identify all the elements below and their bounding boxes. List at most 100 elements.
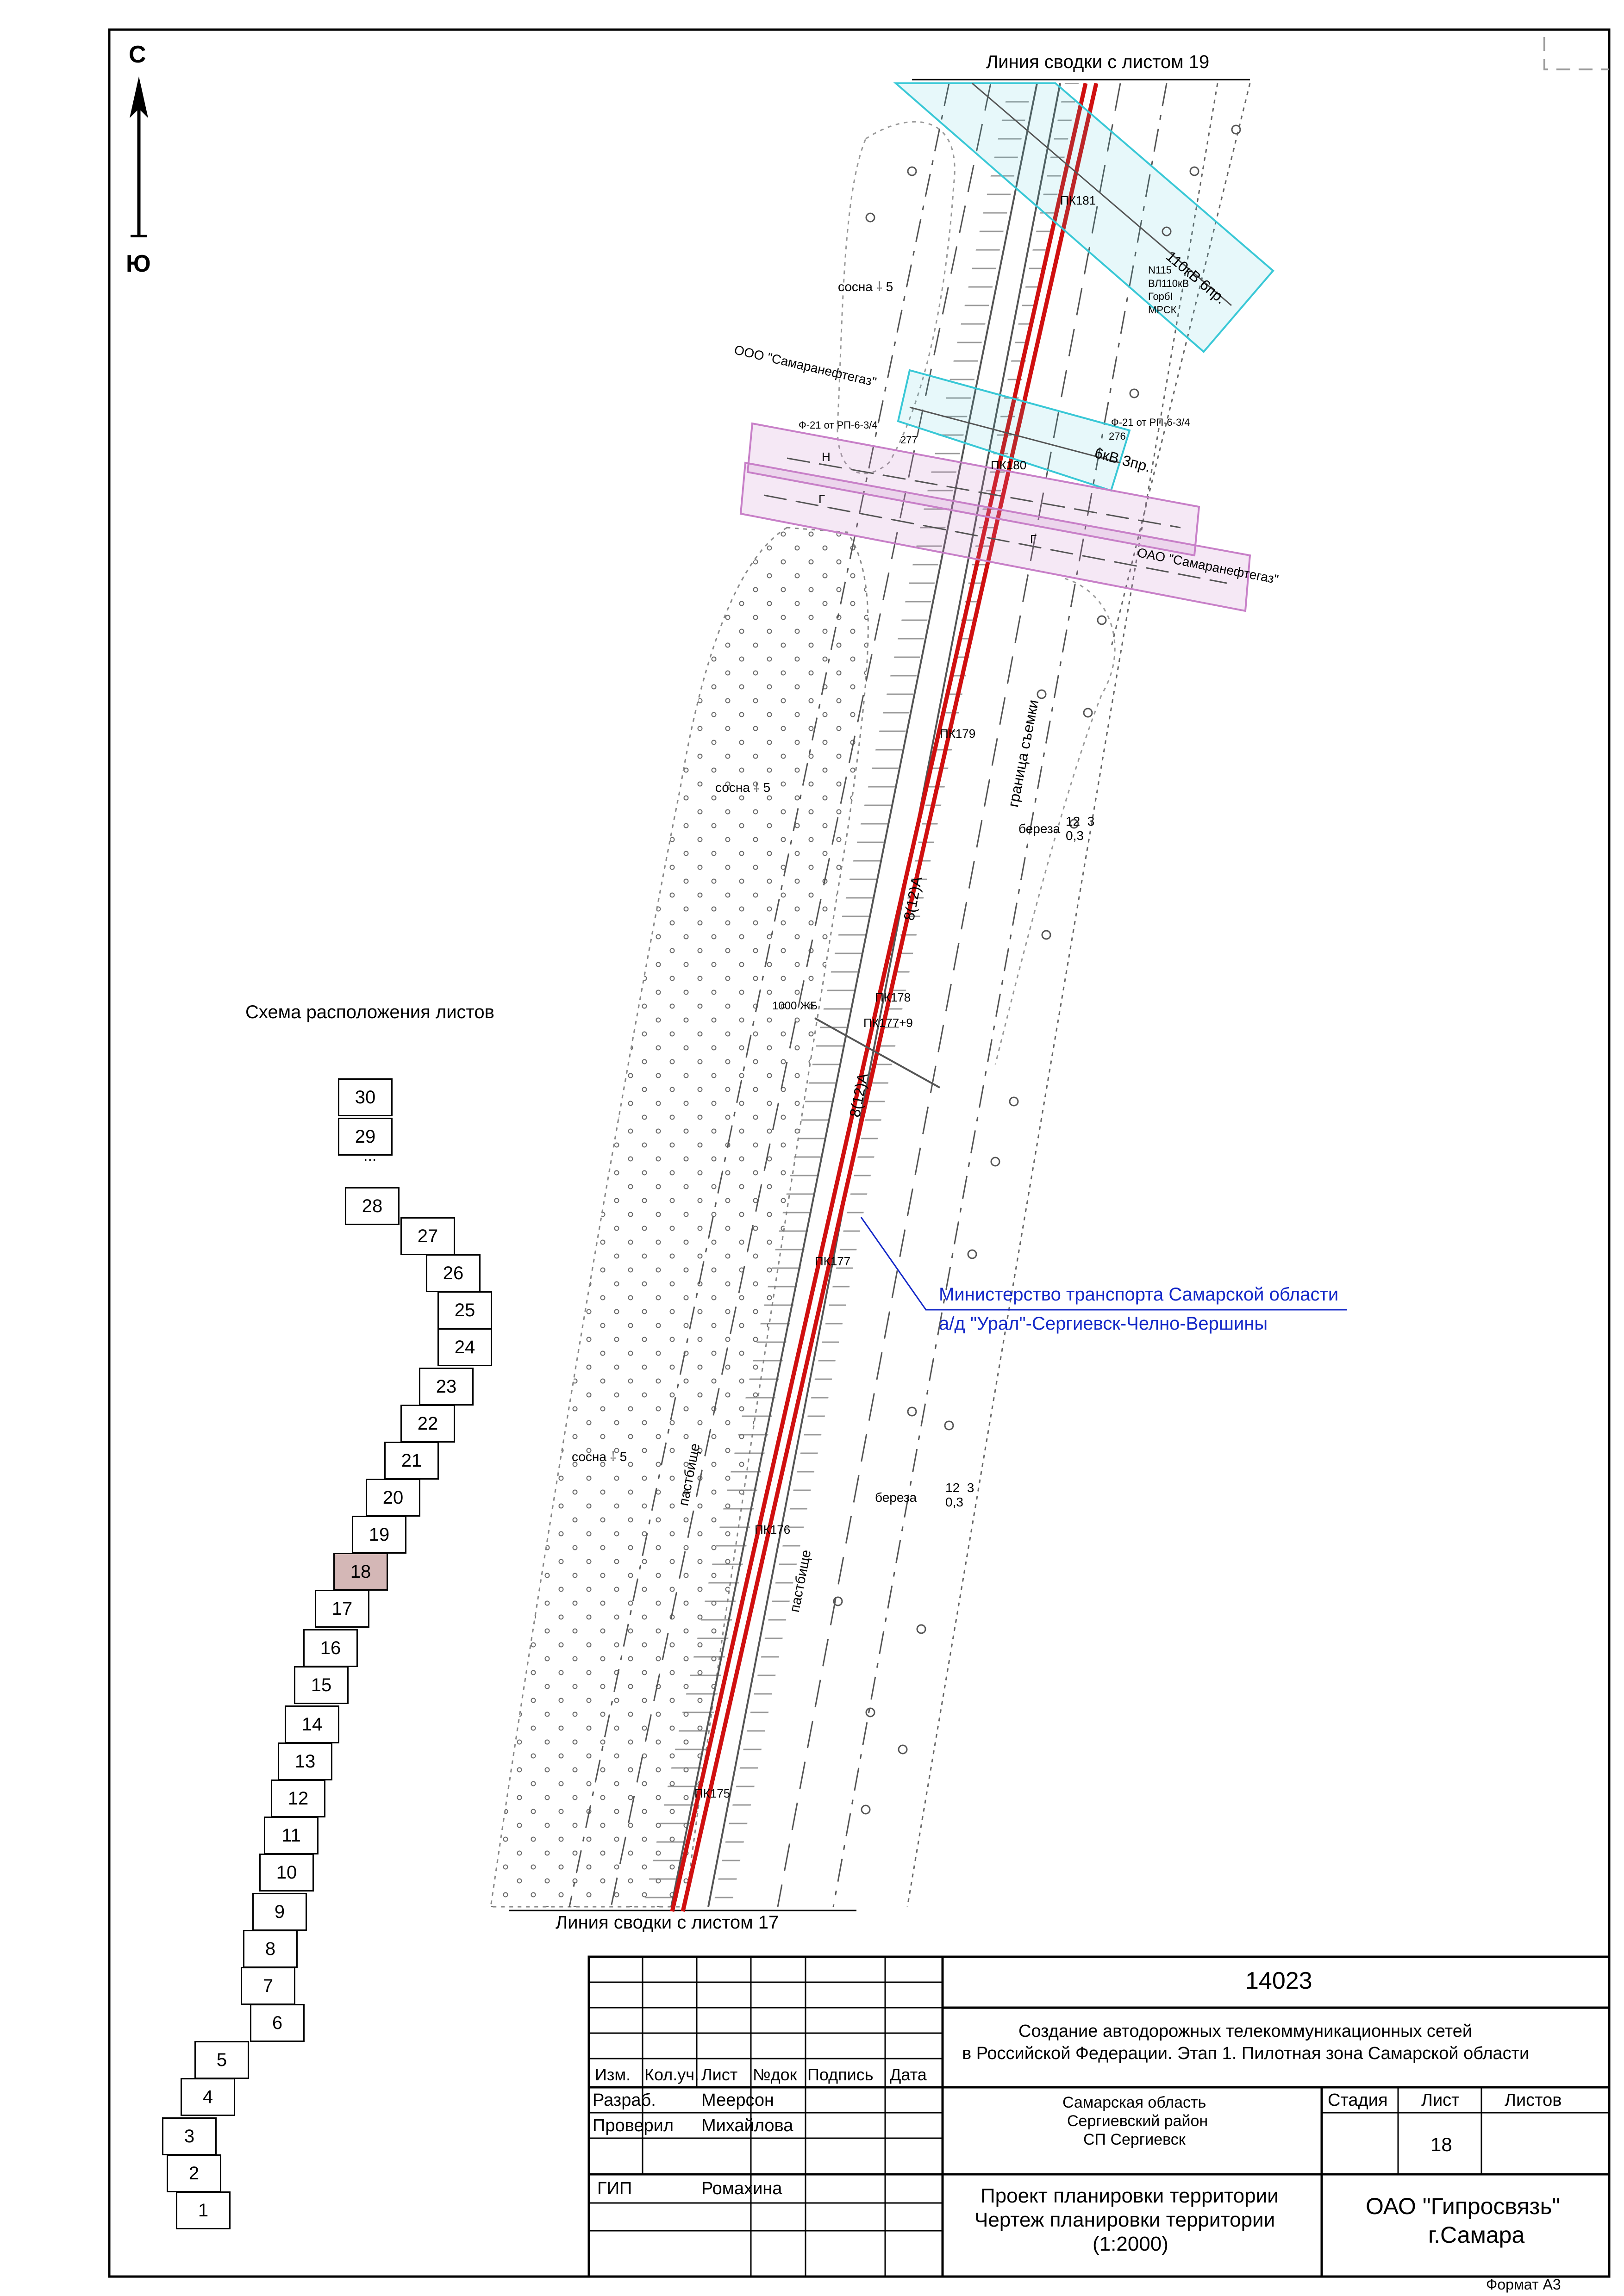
junction-top-label: Линия сводки с листом 19 [986, 52, 1210, 72]
picket-177: ПК177 [815, 1254, 851, 1268]
project-desc-1: Создание автодорожных телекоммуникационн… [1018, 2022, 1473, 2041]
north-label: С [129, 41, 146, 68]
power-line-6kv [909, 406, 1121, 464]
role-razrab: Разраб. [593, 2091, 656, 2110]
pipe-label-g2: Г [1030, 532, 1037, 546]
scheme-sheet-10: 10 [259, 1854, 314, 1892]
picket-178: ПК178 [875, 990, 911, 1004]
scheme-sheet-19: 19 [352, 1516, 406, 1554]
scheme-sheet-11: 11 [264, 1817, 319, 1854]
scheme-sheet-8: 8 [243, 1930, 298, 1968]
scheme-title: Схема расположения листов [245, 1002, 494, 1022]
name-gip: Ромахина [701, 2179, 782, 2198]
f21-left-label: Ф-21 от РП-6-3/4 [799, 419, 878, 431]
location-1: Самарская область [1062, 2094, 1206, 2111]
road-name-label: а/д "Урал"-Сергиевск-Челно-Вершины [939, 1313, 1268, 1334]
picket-181: ПК181 [1060, 193, 1096, 207]
hdr-ndok: №док [753, 2065, 797, 2084]
name-proveril: Михайлова [701, 2116, 793, 2135]
scheme-sheet-16: 16 [303, 1629, 358, 1667]
survey-line-3 [777, 83, 1121, 1907]
scheme-sheet-17: 17 [315, 1590, 369, 1628]
pine-label-3: сосна ⸸ 5 [572, 1450, 627, 1464]
upper-area-outline [837, 121, 956, 474]
scheme-sheet-20: 20 [366, 1479, 420, 1517]
scheme-sheet-3: 3 [162, 2117, 217, 2155]
hdr-kol: Кол.уч. [644, 2065, 699, 2084]
hdr-izm: Изм. [595, 2065, 631, 2084]
sheets-header: Листов [1505, 2091, 1562, 2110]
pipeline-corridor-2 [739, 461, 1251, 612]
right-area-outline [994, 578, 1116, 1065]
scheme-sheet-18: 18 [333, 1553, 388, 1591]
hdr-data: Дата [890, 2065, 927, 2084]
ministry-leader [860, 1217, 1347, 1311]
south-label: Ю [126, 250, 151, 277]
scheme-sheet-28: 28 [345, 1187, 400, 1225]
picket-176: ПК176 [755, 1523, 791, 1537]
scheme-sheet-4: 4 [181, 2078, 235, 2116]
junction-bottom-label: Линия сводки с листом 17 [556, 1912, 779, 1933]
sheet-number: 18 [1430, 2134, 1452, 2155]
scheme-sheet-6: 6 [250, 2004, 305, 2042]
road-edge-left [670, 83, 1038, 1907]
road-axis-red-2 [681, 83, 1099, 1912]
project-title-2: Чертеж планировки территории [974, 2209, 1275, 2231]
ministry-label: Министерство транспорта Самарской област… [939, 1284, 1339, 1305]
location-3: СП Сергиевск [1083, 2131, 1186, 2148]
survey-line-1 [568, 83, 950, 1907]
project-code: 14023 [1245, 1967, 1312, 1994]
f21-right-label: Ф-21 от РП-6-3/4 [1111, 417, 1190, 428]
scheme-sheet-29: 29 [338, 1118, 393, 1156]
scheme-sheet-22: 22 [400, 1405, 455, 1443]
scheme-sheet-5: 5 [194, 2041, 249, 2079]
scheme-sheet-30: 30 [338, 1078, 393, 1116]
survey-line-2 [610, 83, 992, 1907]
format-label: Формат А3 [1486, 2276, 1561, 2293]
road-edge-right [707, 83, 1061, 1907]
embankment-left [643, 83, 1032, 1907]
scheme-sheet-21: 21 [384, 1442, 439, 1480]
pipeline-corridor-1 [746, 422, 1200, 557]
pipe-label-n: Н [822, 450, 831, 464]
role-proveril: Проверил [593, 2116, 674, 2135]
power-corridor-110kv [893, 82, 1274, 353]
north-arrow-head [130, 76, 148, 118]
culvert-line [814, 1017, 940, 1089]
scheme-sheet-23: 23 [419, 1368, 474, 1406]
survey-line-4 [832, 83, 1168, 1907]
pipeline-line-g [763, 494, 1227, 584]
location-2: Сергиевский район [1067, 2112, 1208, 2130]
picket-175: ПК175 [694, 1786, 731, 1800]
survey-line-6 [1110, 83, 1251, 648]
picket-177-9: ПК177+9 [863, 1016, 913, 1030]
project-scale: (1:2000) [1093, 2233, 1168, 2255]
scheme-sheet-26: 26 [426, 1254, 481, 1292]
pine-label-1: сосна ⸸ 5 [838, 280, 893, 294]
org-name: ОАО "Гипросвязь" [1366, 2193, 1561, 2219]
scheme-sheet-2: 2 [167, 2154, 221, 2192]
role-gip: ГИП [597, 2179, 632, 2198]
org-city: г.Самара [1428, 2222, 1525, 2248]
scheme-sheet-1: 1 [176, 2191, 231, 2229]
scheme-sheet-9: 9 [252, 1893, 307, 1931]
survey-line-5 [906, 83, 1218, 1907]
scheme-sheet-27: 27 [400, 1217, 455, 1255]
birch-label-1: береза [1018, 821, 1061, 836]
f21-right-pole: 276 [1109, 430, 1126, 442]
tree-symbols [833, 124, 1241, 1815]
embankment-right [713, 83, 1079, 1907]
birch-label-2: береза [875, 1490, 917, 1505]
pipeline-line-n [787, 457, 1181, 529]
stage-header: Стадия [1328, 2091, 1388, 2110]
picket-179: ПК179 [940, 727, 976, 740]
sheet-header: Лист [1421, 2091, 1460, 2110]
road-axis-red-1 [670, 83, 1088, 1912]
format-corner-marker [1543, 37, 1609, 70]
